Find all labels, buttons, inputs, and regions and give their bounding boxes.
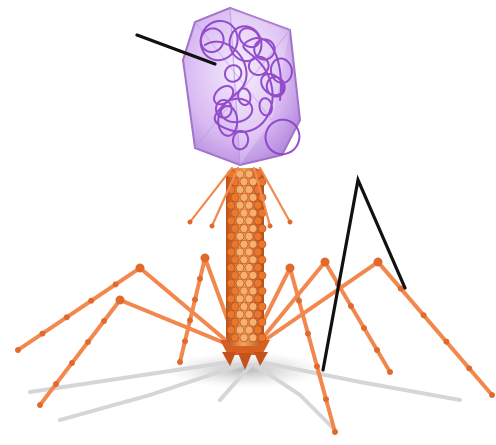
- capsid-head: [183, 8, 305, 165]
- pointer-fibers: [323, 180, 405, 370]
- tail-sheath: [226, 168, 266, 346]
